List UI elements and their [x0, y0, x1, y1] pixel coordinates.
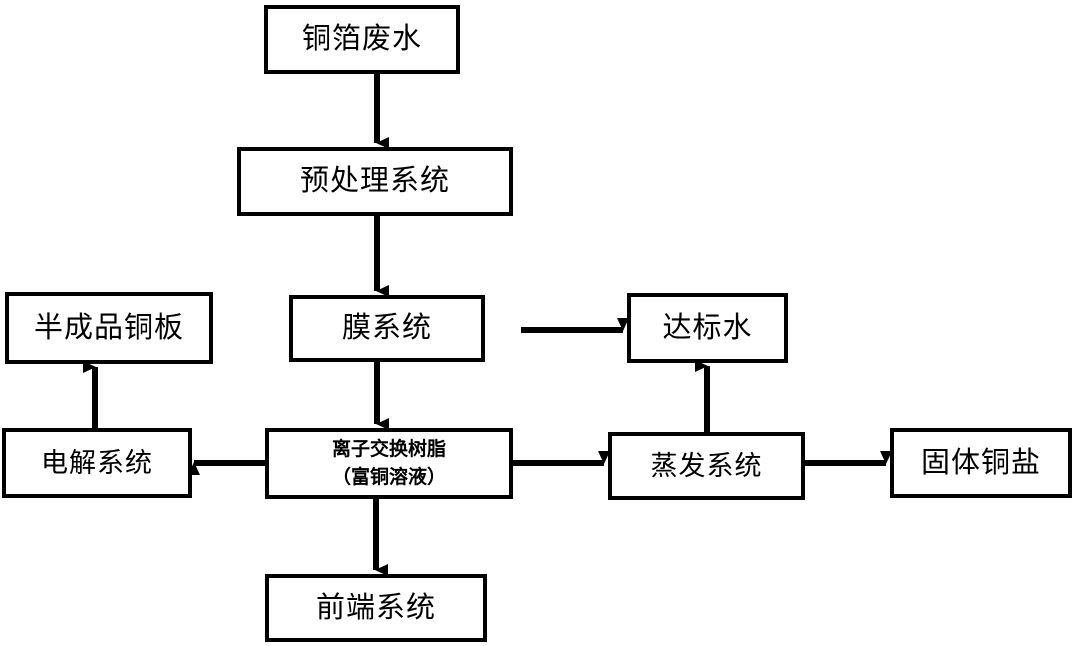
- node-ionexchange-label: 离子交换树脂: [331, 439, 446, 461]
- node-evaporation-label: 蒸发系统: [650, 450, 763, 481]
- node-coppersalt[interactable]: 固体铜盐: [890, 428, 1072, 498]
- node-copperplate[interactable]: 半成品铜板: [5, 292, 213, 364]
- node-ionexchange-sublabel: （富铜溶液）: [331, 466, 446, 488]
- node-electrolysis[interactable]: 电解系统: [2, 428, 192, 498]
- node-frontend-label: 前端系统: [315, 591, 436, 624]
- node-membrane[interactable]: 膜系统: [289, 295, 485, 362]
- node-wastewater[interactable]: 铜箔废水: [264, 5, 460, 74]
- node-copperplate-label: 半成品铜板: [33, 311, 184, 344]
- node-wastewater-label: 铜箔废水: [301, 23, 422, 56]
- node-standardwater[interactable]: 达标水: [627, 293, 788, 363]
- node-membrane-label: 膜系统: [341, 312, 432, 345]
- node-pretreatment-label: 预处理系统: [299, 165, 450, 198]
- node-frontend[interactable]: 前端系统: [265, 574, 487, 642]
- node-electrolysis-label: 电解系统: [41, 447, 153, 478]
- node-standardwater-label: 达标水: [662, 311, 753, 344]
- node-evaporation[interactable]: 蒸发系统: [608, 432, 805, 500]
- node-pretreatment[interactable]: 预处理系统: [237, 147, 513, 216]
- node-ionexchange[interactable]: 离子交换树脂 （富铜溶液）: [265, 428, 513, 499]
- node-coppersalt-label: 固体铜盐: [920, 446, 1041, 479]
